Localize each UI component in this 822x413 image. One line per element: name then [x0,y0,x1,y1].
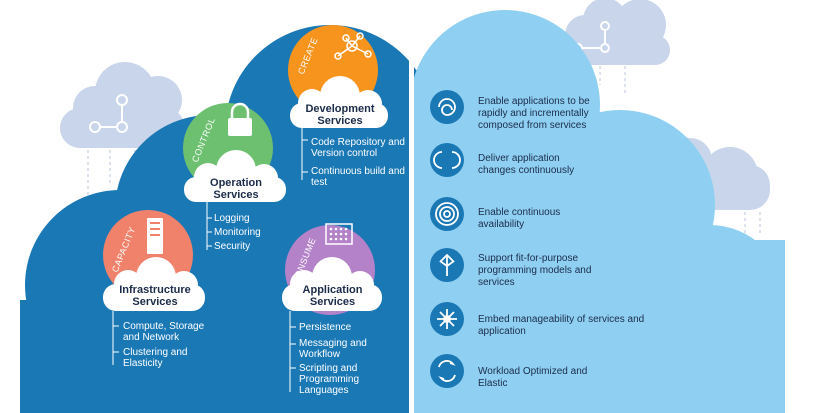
benefit-text: Workload Optimized and Elastic [478,366,588,389]
operation-item: Security [214,241,251,252]
development-title-cloud [290,76,388,128]
infrastructure-services-title: Infrastructure Services [119,284,191,308]
development-services-title: Development Services [305,103,375,127]
application-item: Scripting and Programming Languages [299,363,360,396]
infrastructure-item: Compute, Storage and Network [123,321,205,343]
benefit-text: Enable applications to be rapidly and in… [478,96,590,131]
application-item: Persistence [299,322,352,333]
background-cloud-top-right [560,0,670,65]
operation-services-title: Operation Services [210,177,262,201]
benefit-text: Deliver application changes continuously [478,153,575,176]
grid-screen-icon [325,223,353,245]
infrastructure-item: Clustering and Elasticity [123,347,188,369]
signal-icon [430,197,464,231]
molecule-icon [334,32,372,60]
cloud-divider [409,0,414,413]
lock-icon [228,102,252,136]
arrows-icon [430,354,464,388]
benefit-text: Enable continuous availability [478,207,561,230]
application-title-cloud [282,257,382,311]
benefit-text: Embed manageability of services and appl… [478,314,645,337]
development-item: Continuous build and test [311,166,405,188]
infrastructure-title-cloud [103,257,205,311]
spiral-icon [430,90,464,124]
network-icon-left [89,94,128,133]
benefit-icons [430,90,464,388]
operation-item: Logging [214,213,250,224]
application-item: Messaging and Workflow [299,338,367,360]
development-item: Code Repository and Version control [311,137,405,159]
benefit-text: Support fit-for-purpose programming mode… [478,253,592,288]
benefits-cloud [410,10,785,413]
operation-title-cloud [184,150,286,202]
connector-lines [112,128,308,392]
application-services-title: Application Services [302,284,363,308]
cycle-icon [430,143,464,177]
benefit-icon-glyphs [433,98,461,382]
server-rack-icon [147,218,163,254]
operation-item: Monitoring [214,227,261,238]
